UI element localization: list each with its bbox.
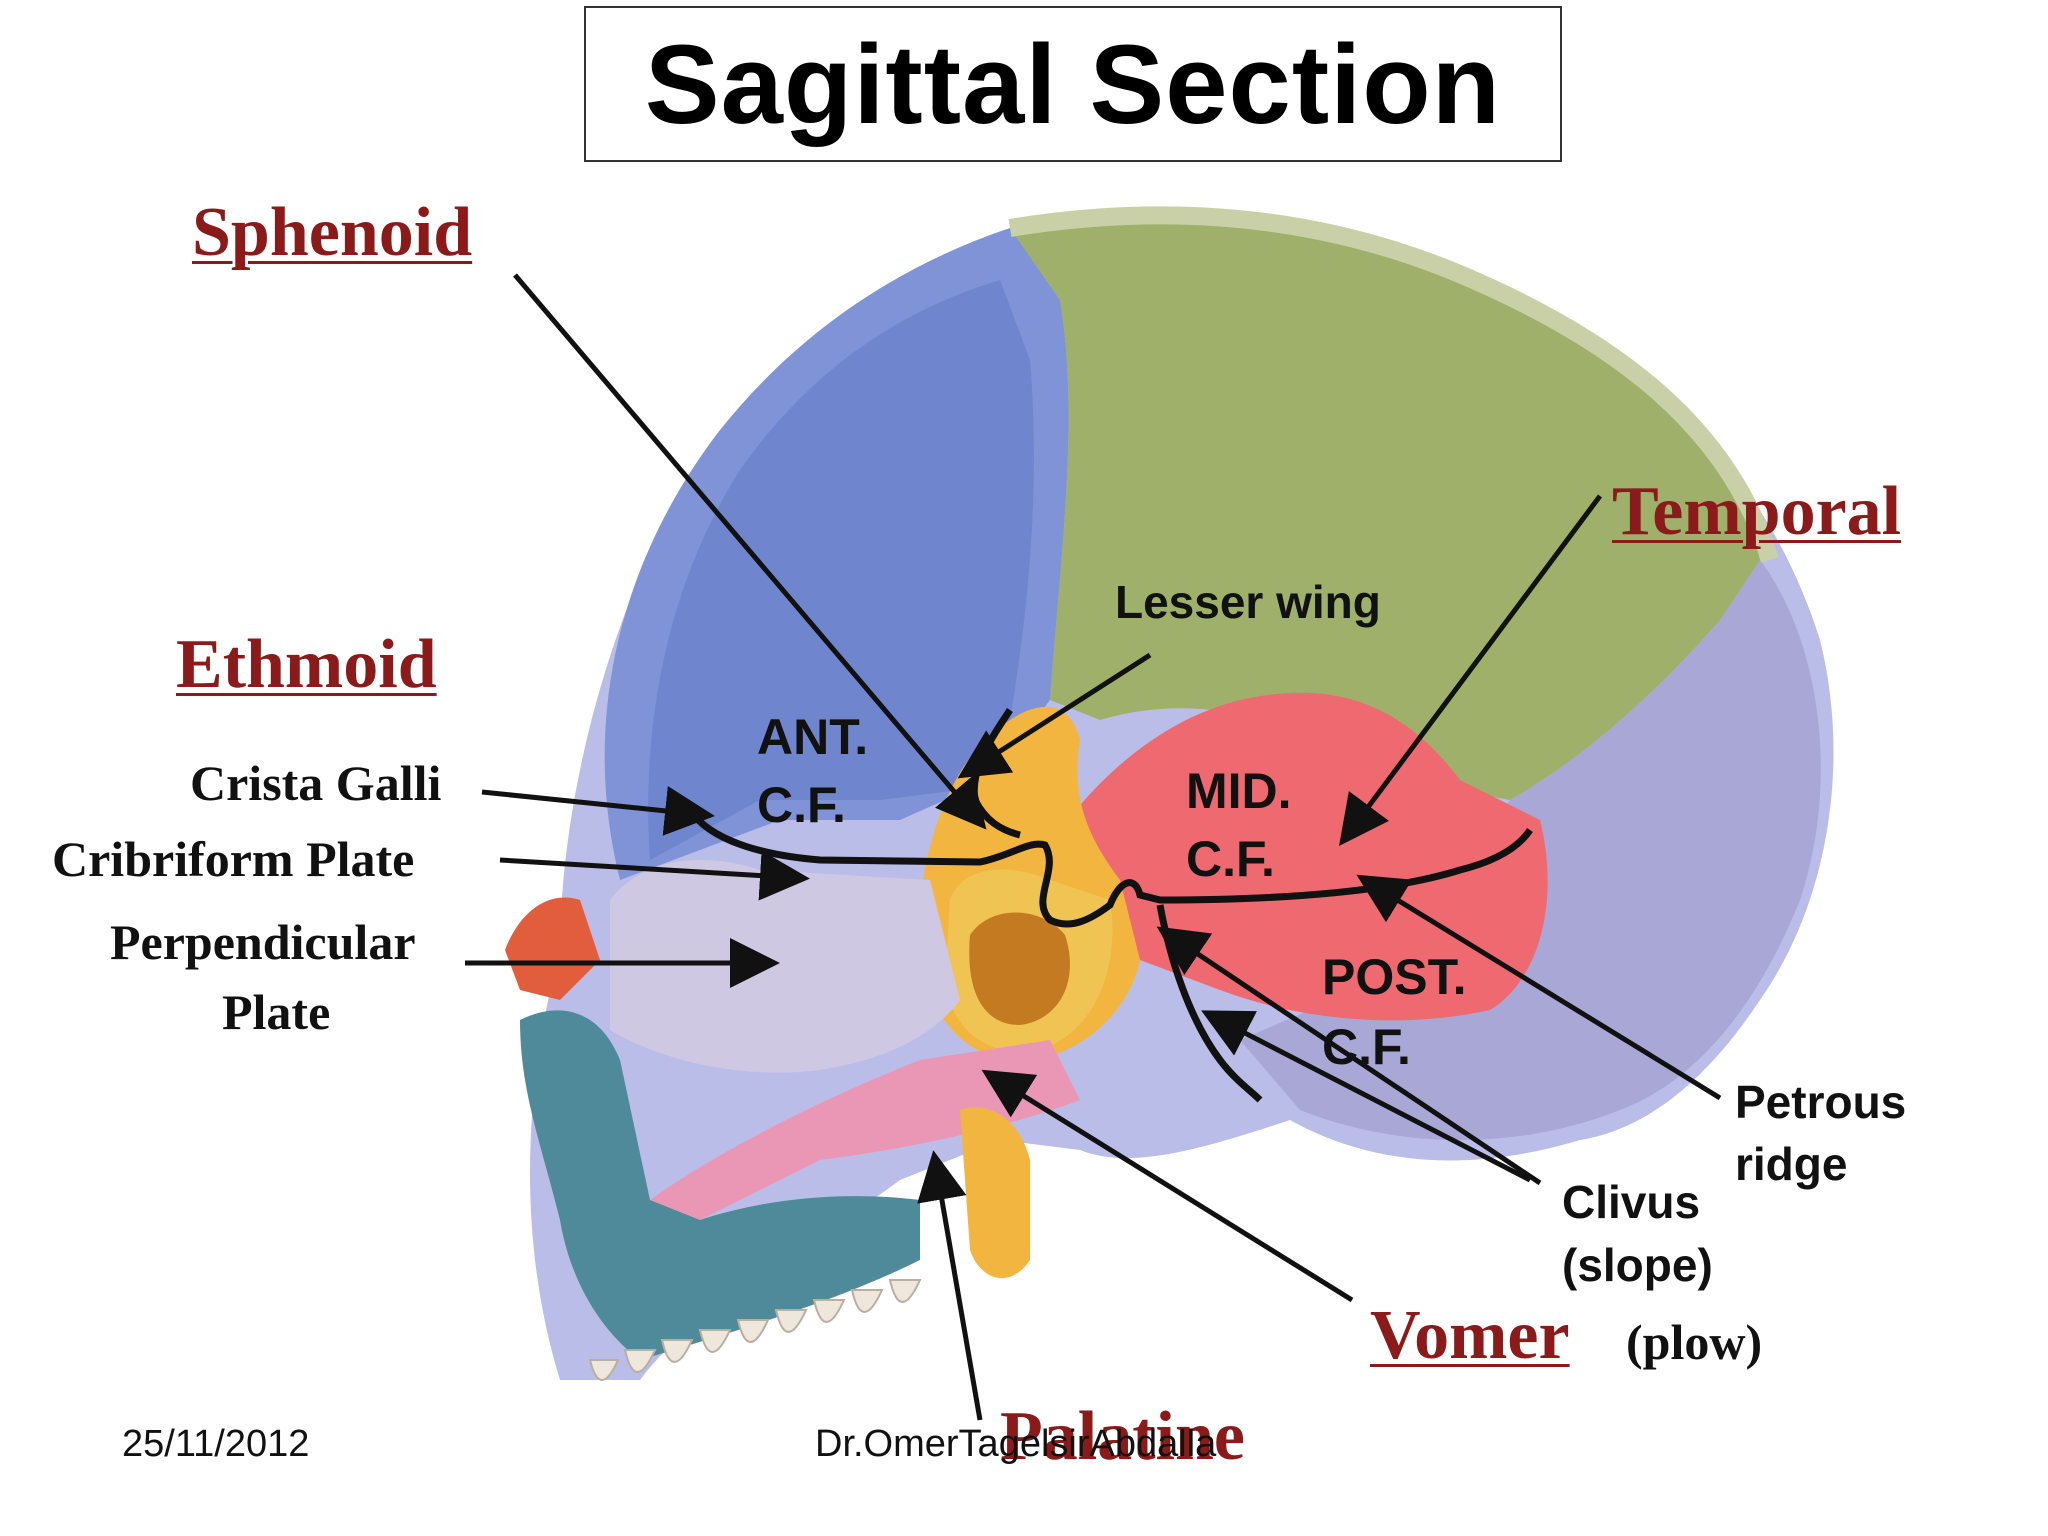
- palatine-bone: [960, 1107, 1030, 1279]
- arrow-lesser-wing: [957, 652, 1152, 779]
- label-palatine: Palatine: [1000, 1398, 1245, 1475]
- label-post-cf-2: C.F.: [1322, 1019, 1411, 1075]
- label-post-cf-1: POST.: [1322, 949, 1467, 1005]
- pointer-arrows: [465, 273, 1722, 1421]
- footer-date: 25/11/2012: [122, 1423, 310, 1465]
- label-clivus-2: (slope): [1562, 1239, 1713, 1291]
- label-petrous-2: ridge: [1735, 1138, 1848, 1190]
- arrow-cribriform: [499, 850, 810, 901]
- label-crista-galli: Crista Galli: [190, 755, 442, 811]
- maxilla-bone: [520, 1010, 920, 1360]
- arrow-crista-galli: [481, 786, 715, 836]
- cranial-base-line: [687, 807, 1533, 928]
- label-temporal: Temporal: [1612, 473, 1902, 550]
- label-perpendicular-1: Perpendicular: [110, 914, 416, 970]
- label-ant-cf-2: C.F.: [757, 777, 846, 833]
- arrow-clivus-1: [1156, 926, 1542, 1186]
- parietal-suture: [1008, 206, 1779, 563]
- label-ant-cf-1: ANT.: [757, 709, 869, 765]
- arrow-temporal: [1339, 494, 1603, 847]
- teeth: [588, 1279, 922, 1381]
- arrow-vomer: [981, 1069, 1354, 1303]
- arrow-sphenoid: [513, 273, 987, 830]
- label-clivus-1: Clivus: [1562, 1176, 1701, 1228]
- nasal-bone: [505, 897, 600, 1000]
- label-petrous-1: Petrous: [1735, 1076, 1907, 1128]
- arrow-petrous: [1356, 874, 1722, 1101]
- ethmoid-bone: [610, 860, 960, 1073]
- sphenoid-sinus: [969, 912, 1070, 1025]
- page-title: Sagittal Section: [644, 21, 1502, 147]
- label-vomer: Vomer: [1370, 1297, 1570, 1374]
- label-sphenoid: Sphenoid: [192, 194, 473, 271]
- parietal-bone: [1010, 215, 1760, 800]
- label-perpendicular-2: Plate: [222, 984, 331, 1040]
- label-lesser-wing: Lesser wing: [1115, 576, 1381, 628]
- title-box: Sagittal Section: [584, 6, 1562, 162]
- label-mid-cf-1: MID.: [1186, 763, 1292, 819]
- label-cribriform-plate: Cribriform Plate: [52, 831, 415, 887]
- label-mid-cf-2: C.F.: [1186, 831, 1275, 887]
- label-ethmoid: Ethmoid: [176, 626, 437, 703]
- arrow-clivus-2: [1201, 1010, 1532, 1183]
- arrow-palatine: [917, 1150, 983, 1421]
- frontal-inner: [648, 280, 1034, 860]
- footer-author: Dr.OmerTagelsirAbdalla: [815, 1423, 1217, 1465]
- vomer-bone: [650, 1040, 1080, 1220]
- label-vomer-note: (plow): [1626, 1314, 1763, 1370]
